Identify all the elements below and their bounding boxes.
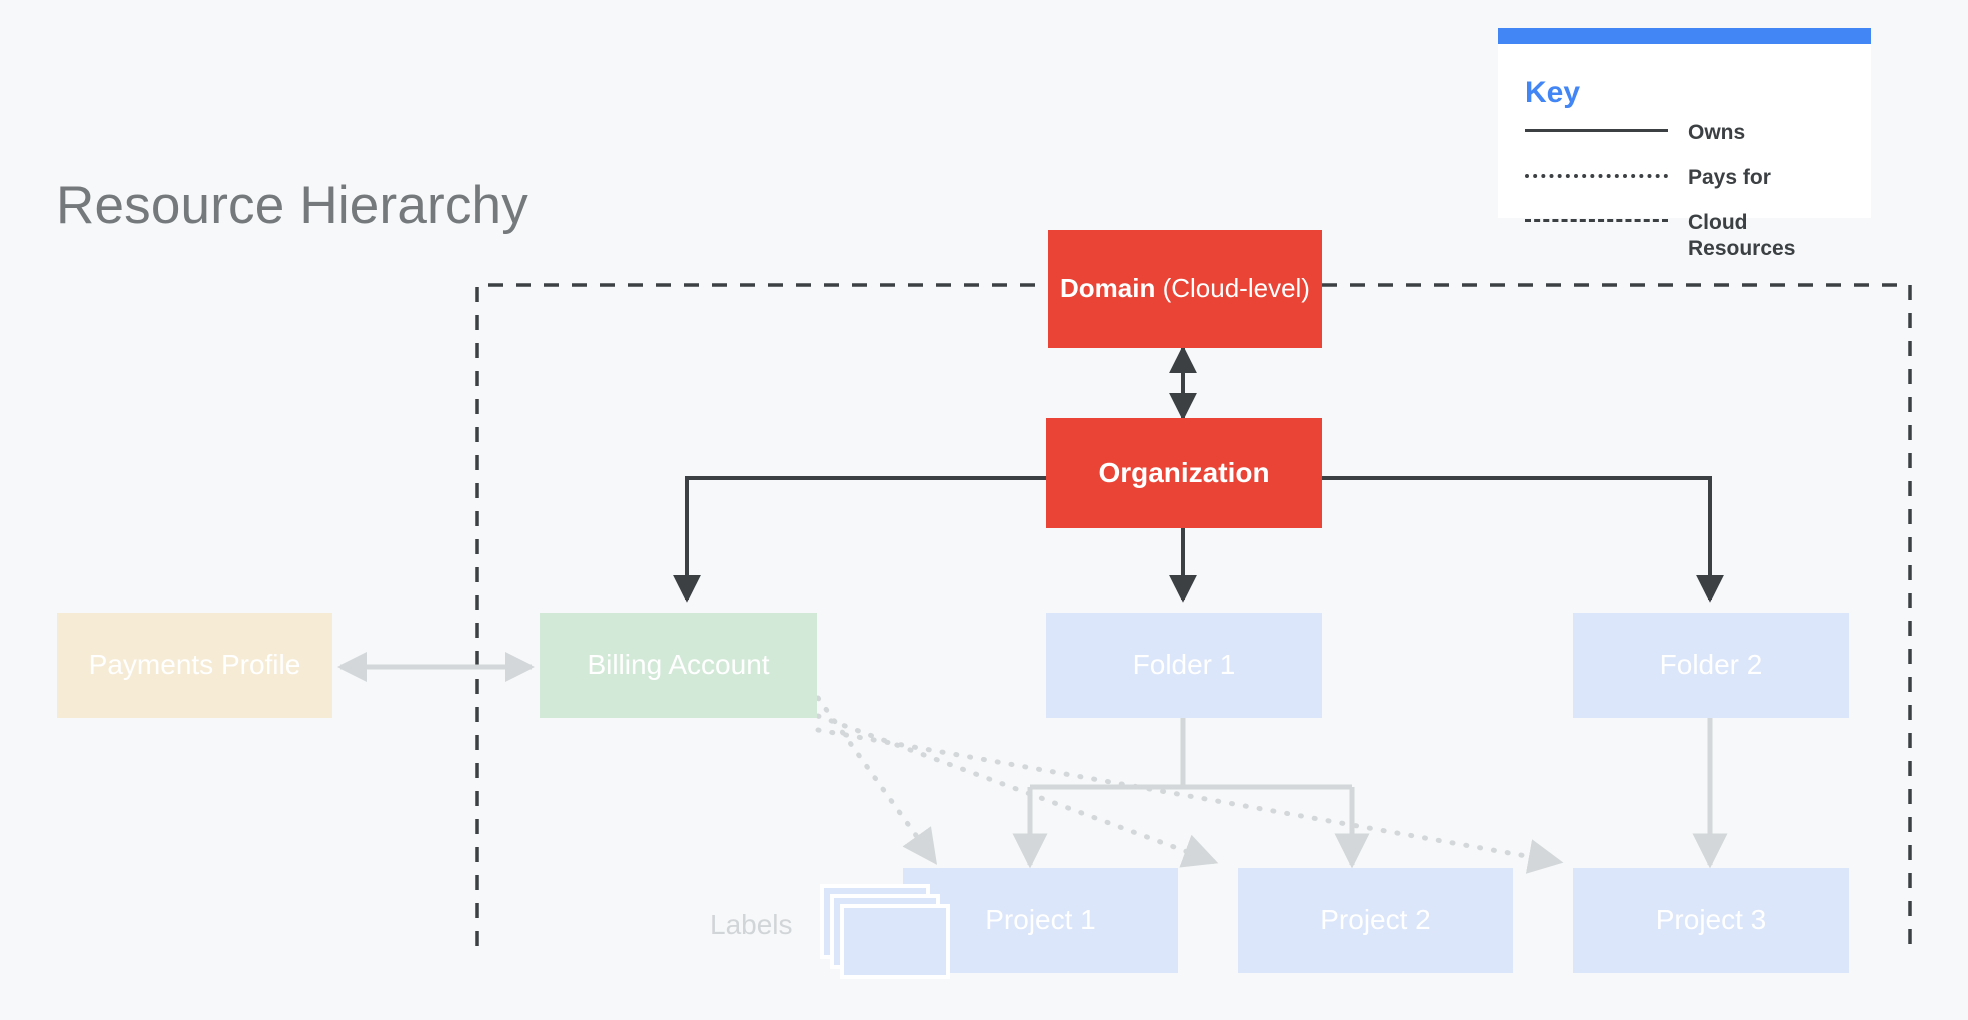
key-row-cloud-resources: Cloud Resources — [1525, 210, 1855, 261]
connector-billing-account-project-2 — [815, 713, 1219, 868]
node-billing-account[interactable]: Billing Account — [540, 613, 817, 718]
pays-for-line-icon — [1525, 165, 1668, 185]
node-domain[interactable]: Domain (Cloud-level) — [1048, 230, 1322, 348]
node-domain-label-normal: (Cloud-level) — [1155, 273, 1310, 304]
node-project-2[interactable]: Project 2 — [1238, 868, 1513, 973]
owns-line-icon — [1525, 120, 1668, 140]
key-label-pays-for: Pays for — [1688, 166, 1771, 189]
connector-organization-folder-2 — [1322, 476, 1724, 603]
key-accent-bar — [1498, 28, 1871, 44]
key-label-cloud-resources: Cloud Resources — [1688, 211, 1796, 260]
node-domain-label-strong: Domain — [1060, 273, 1156, 304]
node-folder-2[interactable]: Folder 2 — [1573, 613, 1849, 718]
key-label-owns: Owns — [1688, 121, 1746, 144]
key-panel: Key Owns Pays for Cloud Resources — [1498, 28, 1871, 260]
node-project-1-label: Project 1 — [985, 904, 1096, 936]
page-title: Resource Hierarchy — [56, 176, 528, 235]
node-organization-label: Organization — [1098, 456, 1270, 488]
node-folder-1[interactable]: Folder 1 — [1046, 613, 1322, 718]
node-project-3[interactable]: Project 3 — [1573, 868, 1849, 973]
key-title: Key — [1525, 76, 1581, 109]
node-billing-account-label: Billing Account — [587, 649, 770, 681]
key-row-pays-for: Pays for — [1525, 165, 1855, 199]
connector-billing-account-project-3 — [815, 727, 1564, 874]
label-card-front[interactable] — [840, 904, 950, 979]
node-project-3-label: Project 3 — [1655, 904, 1767, 936]
key-row-owns: Owns — [1525, 120, 1855, 154]
connector-billing-account-project-1 — [815, 695, 938, 865]
node-project-2-label: Project 2 — [1320, 904, 1431, 936]
labels-caption: Labels — [710, 909, 793, 940]
node-payments-profile[interactable]: Payments Profile — [57, 613, 332, 718]
node-folder-1-label: Folder 1 — [1132, 649, 1236, 681]
node-organization[interactable]: Organization — [1046, 418, 1322, 528]
connector-organization-billing-account — [673, 476, 1046, 603]
key-legend-list: Owns Pays for Cloud Resources — [1525, 120, 1855, 272]
node-folder-2-label: Folder 2 — [1659, 649, 1763, 681]
node-payments-profile-label: Payments Profile — [88, 649, 301, 681]
cloud-resources-line-icon — [1525, 210, 1668, 230]
